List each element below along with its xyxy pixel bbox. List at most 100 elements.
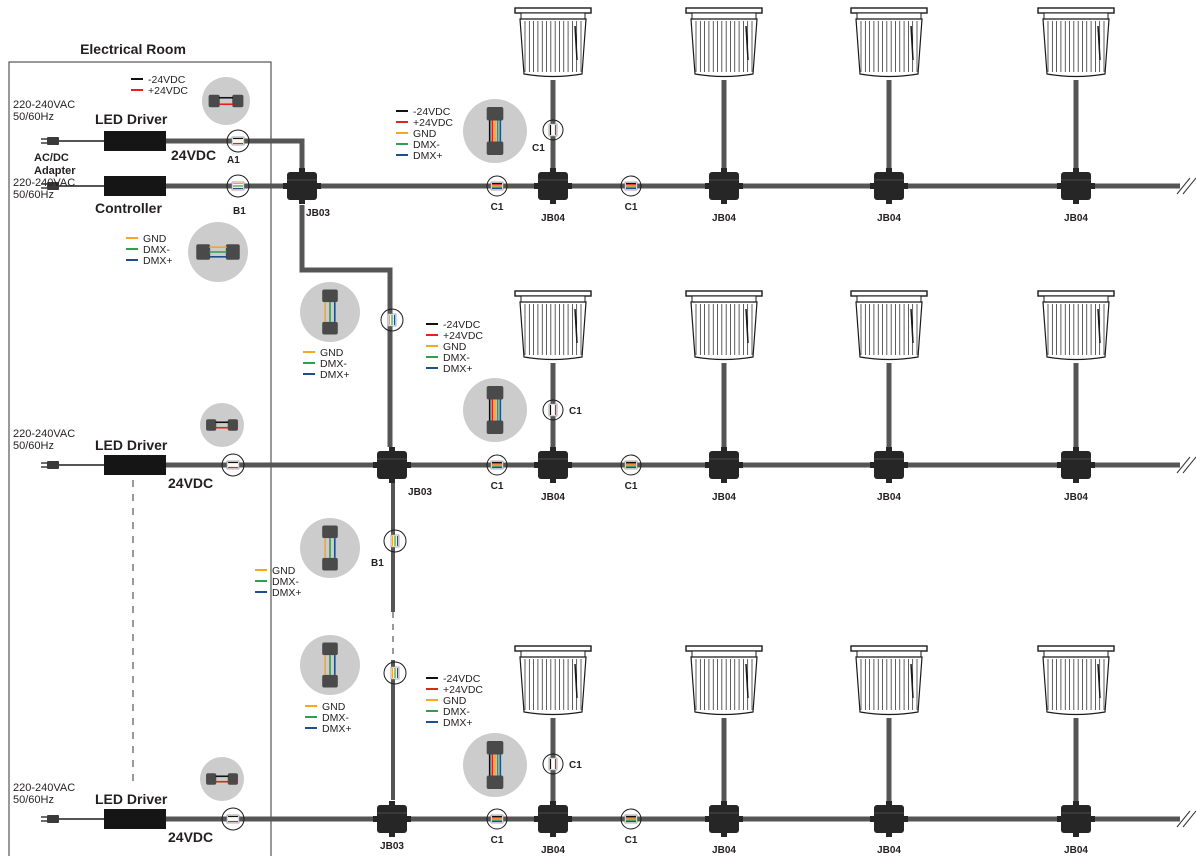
electrical-room-title: Electrical Room [80, 41, 186, 57]
connector-label-a1: A1 [227, 155, 240, 166]
luminaire-body [1042, 656, 1110, 716]
bubble-plug [322, 674, 338, 688]
junction-label-jb04: JB04 [712, 213, 736, 224]
luminaire-body [690, 656, 758, 716]
connector-ring-dmx [380, 308, 404, 332]
luminaire-flange [850, 645, 928, 652]
mains-voltage-label: 220-240VAC [13, 177, 75, 189]
connector-ring-b1 [226, 174, 250, 198]
luminaire-bracket [745, 663, 749, 699]
luminaire-ring [856, 295, 922, 303]
connector-body [548, 403, 558, 417]
legend-label: DMX- [443, 706, 470, 718]
luminaire-flange [1037, 7, 1115, 14]
mains-plug [41, 137, 59, 145]
controller-unit [104, 176, 166, 196]
luminaire-ring [1043, 650, 1109, 658]
bubble-plug [486, 420, 504, 434]
legend-label: DMX+ [443, 717, 472, 729]
luminaire [1037, 7, 1115, 78]
inline-connector-c1 [490, 814, 504, 824]
bubble-power [200, 757, 244, 801]
luminaire-bracket [910, 308, 914, 344]
connector-body [548, 757, 558, 771]
connector-body [226, 814, 240, 824]
bubble-plug [486, 741, 504, 755]
bubble-plug [486, 141, 504, 155]
legend-label: DMX+ [413, 150, 442, 162]
legend-label: DMX+ [143, 255, 172, 267]
bubble-dmx [300, 282, 360, 342]
bubble-plug [322, 525, 338, 539]
luminaire-bracket [910, 25, 914, 61]
junction-box-jb04 [705, 168, 743, 204]
connector-ring-c1 [620, 175, 642, 197]
connector-label-b1: B1 [233, 206, 246, 217]
legend-label: GND [320, 347, 344, 359]
led-driver-unit [104, 809, 166, 829]
connector-ring-dmx [383, 529, 407, 553]
junction-box-jb04 [1057, 168, 1095, 204]
junction-body [538, 172, 568, 200]
mains-plug [41, 815, 59, 823]
luminaire [685, 290, 763, 361]
junction-box-jb04 [1057, 447, 1095, 483]
luminaire-flange [685, 7, 763, 14]
junction-body [1061, 172, 1091, 200]
bubble-plug [227, 419, 238, 431]
legend-label: DMX- [413, 139, 440, 151]
luminaire [514, 7, 592, 78]
junction-label-jb04: JB04 [1064, 845, 1088, 856]
luminaire-bracket [1097, 663, 1101, 699]
mains-voltage-label: 220-240VAC [13, 782, 75, 794]
connector-ring-a1 [226, 129, 250, 153]
legend-label: DMX- [320, 358, 347, 370]
junction-body [874, 172, 904, 200]
luminaire-bracket [1097, 308, 1101, 344]
junction-body [538, 805, 568, 833]
connector-ring-c1 [542, 753, 564, 775]
bubble-dmx [300, 518, 360, 578]
plug-body [47, 815, 59, 823]
luminaire-bracket [574, 25, 578, 61]
junction-label-jb03: JB03 [380, 841, 404, 852]
luminaire-flange [850, 7, 928, 14]
legend-label: GND [443, 341, 467, 353]
junction-label-jb04: JB04 [1064, 492, 1088, 503]
bubble-plug [206, 419, 217, 431]
luminaire [514, 290, 592, 361]
luminaire-flange [685, 290, 763, 297]
inline-connector [226, 460, 240, 470]
luminaire [514, 645, 592, 716]
luminaire-ring [520, 295, 586, 303]
inline-connector-dmx [390, 666, 400, 680]
legend-label: DMX+ [443, 363, 472, 375]
luminaire-flange [850, 290, 928, 297]
junction-body [709, 805, 739, 833]
junction-label-jb04: JB04 [541, 845, 565, 856]
inline-connector-c1 [548, 123, 558, 137]
plug-body [47, 137, 59, 145]
connector-b1 [231, 181, 245, 191]
legend-label: DMX+ [272, 587, 301, 599]
bubble-plug [322, 289, 338, 303]
bubble-dmx-b1 [188, 222, 248, 282]
bubble-plug [486, 386, 504, 400]
inline-connector-c1 [624, 460, 638, 470]
junction-box-jb04 [870, 801, 908, 837]
junction-box-jb04 [870, 168, 908, 204]
legend-label: -24VDC [443, 673, 481, 685]
bubble-dmx [300, 635, 360, 695]
luminaire-bracket [574, 663, 578, 699]
luminaire-body [690, 301, 758, 361]
inline-connector-c1 [548, 757, 558, 771]
adapter-label: Adapter [34, 165, 76, 177]
bubble-bg [202, 77, 250, 125]
luminaire-body [519, 656, 587, 716]
mains-plug [41, 182, 59, 190]
luminaire-flange [1037, 290, 1115, 297]
connector-ring-c1 [620, 454, 642, 476]
bubble-plug [227, 773, 238, 785]
